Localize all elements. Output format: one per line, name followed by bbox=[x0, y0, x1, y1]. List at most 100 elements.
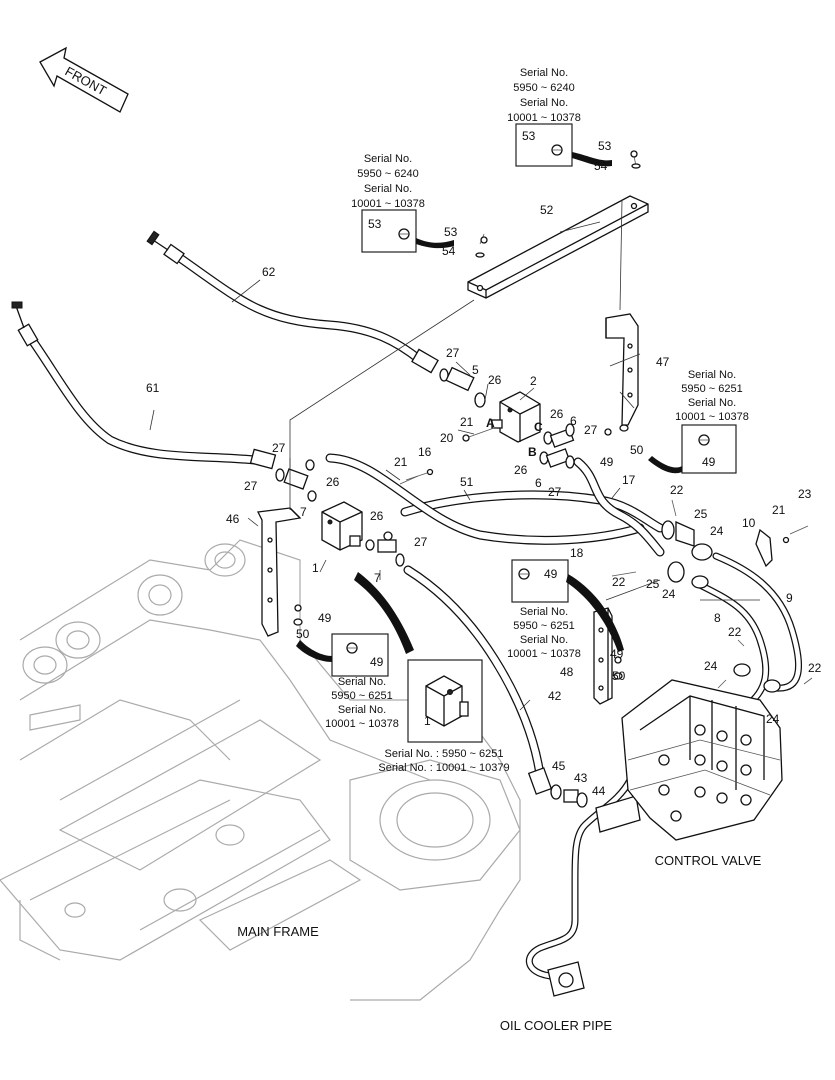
callout-label: 26 bbox=[550, 407, 564, 421]
callout-label: 26 bbox=[488, 373, 502, 387]
callout-label: 21 bbox=[394, 455, 408, 469]
bolts-washers bbox=[293, 150, 813, 689]
hose-62 bbox=[146, 230, 439, 374]
callout-label: 21 bbox=[772, 503, 786, 517]
callout-label: 24 bbox=[662, 587, 676, 601]
serial-note-line: Serial No. bbox=[520, 606, 568, 618]
sweep-arrow-right bbox=[648, 456, 682, 474]
callout-label: 27 bbox=[272, 441, 286, 455]
callout-label: 50 bbox=[612, 669, 626, 683]
serial-note-line: Serial No. : 5950 ~ 6251 bbox=[385, 748, 504, 760]
flanges bbox=[661, 520, 809, 693]
sweep-arrow-valve bbox=[354, 572, 414, 654]
serial-note-line: 10001 ~ 10378 bbox=[675, 411, 749, 423]
bracket-46 bbox=[257, 507, 302, 637]
serial-note-line: 5950 ~ 6251 bbox=[331, 690, 392, 702]
serial-note-line: Serial No. bbox=[520, 67, 568, 79]
fittings-45-43-44 bbox=[550, 784, 588, 808]
serial-note-line: Serial No. : 10001 ~ 10379 bbox=[378, 762, 509, 774]
serial-note-top-right: Serial No. 5950 ~ 6240 Serial No. 10001 … bbox=[507, 67, 581, 124]
serial-note-line: 10001 ~ 10378 bbox=[507, 112, 581, 124]
callout-label: 26 bbox=[326, 475, 340, 489]
callout-label: 6 bbox=[570, 414, 577, 428]
callout-label: 52 bbox=[540, 203, 554, 217]
callout-label: 50 bbox=[630, 443, 644, 457]
callout-label: 27 bbox=[548, 485, 562, 499]
callout-label: 45 bbox=[552, 759, 566, 773]
callout-label: 46 bbox=[226, 512, 240, 526]
port-label-a: A bbox=[486, 416, 495, 430]
callout-label: 20 bbox=[440, 431, 454, 445]
serial-note-line: 10001 ~ 10378 bbox=[507, 648, 581, 660]
port-label-b: B bbox=[528, 445, 537, 459]
callout-label: 47 bbox=[656, 355, 670, 369]
hose-18 bbox=[325, 453, 645, 545]
callout-label: 49 bbox=[610, 647, 624, 661]
serial-note-line: 10001 ~ 10378 bbox=[351, 198, 425, 210]
serial-note-line: 5950 ~ 6240 bbox=[513, 82, 574, 94]
callout-label: 61 bbox=[146, 381, 160, 395]
callout-label: 51 bbox=[460, 475, 474, 489]
callout-label: 22 bbox=[728, 625, 742, 639]
oil-cooler-pipe bbox=[525, 776, 641, 997]
callout-label: 27 bbox=[414, 535, 428, 549]
callout-labels: 53 53 54 52 53 53 54 62 27 5 26 2 47 61 … bbox=[146, 129, 822, 798]
serial-note-line: 5950 ~ 6251 bbox=[681, 383, 742, 395]
valve-1 bbox=[321, 501, 363, 551]
detail-box-49-right bbox=[681, 424, 737, 474]
callout-label: 53 bbox=[522, 129, 536, 143]
detail-box-49-left bbox=[331, 633, 389, 677]
callout-label: 49 bbox=[370, 655, 384, 669]
detail-box-53-top bbox=[515, 123, 573, 167]
serial-note-line: Serial No. bbox=[338, 704, 386, 716]
callout-label: 26 bbox=[514, 463, 528, 477]
callout-label: 23 bbox=[798, 487, 812, 501]
callout-label: 24 bbox=[766, 712, 780, 726]
callout-label: 1 bbox=[312, 561, 319, 575]
serial-note-right: Serial No. 5950 ~ 6251 Serial No. 10001 … bbox=[675, 369, 749, 423]
serial-note-line: 5950 ~ 6240 bbox=[357, 168, 418, 180]
callout-label: 49 bbox=[702, 455, 716, 469]
callout-label: 2 bbox=[530, 374, 537, 388]
callout-label: 54 bbox=[442, 244, 456, 258]
serial-note-line: Serial No. bbox=[520, 634, 568, 646]
hose-51 bbox=[400, 490, 665, 533]
serial-note-line: Serial No. bbox=[688, 369, 736, 381]
serial-note-line: Serial No. bbox=[364, 153, 412, 165]
serial-note-line: 10001 ~ 10378 bbox=[325, 718, 399, 730]
callout-label: 49 bbox=[318, 611, 332, 625]
callout-label: 21 bbox=[460, 415, 474, 429]
hose-17 bbox=[573, 457, 665, 557]
detail-box-valve-1 bbox=[407, 659, 483, 743]
callout-label: 17 bbox=[622, 473, 636, 487]
serial-note-middle: Serial No. 5950 ~ 6251 Serial No. 10001 … bbox=[507, 606, 581, 660]
callout-label: 6 bbox=[535, 476, 542, 490]
bracket-47 bbox=[605, 313, 639, 426]
callout-label: 18 bbox=[570, 546, 584, 560]
control-valve bbox=[621, 679, 783, 841]
detail-box-53-left bbox=[361, 209, 417, 253]
callout-label: 49 bbox=[544, 567, 558, 581]
callout-label: 22 bbox=[612, 575, 626, 589]
valve-2-fittings bbox=[539, 423, 575, 469]
callout-label: 9 bbox=[786, 591, 793, 605]
port-label-c: C bbox=[534, 420, 543, 434]
serial-note-line: 5950 ~ 6251 bbox=[513, 620, 574, 632]
tube-8 bbox=[696, 581, 770, 710]
caption-control-valve: CONTROL VALVE bbox=[655, 853, 762, 868]
callout-label: 5 bbox=[472, 363, 479, 377]
callout-label: 8 bbox=[714, 611, 721, 625]
caption-main-frame: MAIN FRAME bbox=[237, 924, 319, 939]
callout-label: 27 bbox=[244, 479, 258, 493]
serial-note-valve-detail: Serial No. : 5950 ~ 6251 Serial No. : 10… bbox=[378, 748, 509, 774]
serial-note-line: Serial No. bbox=[338, 676, 386, 688]
sweep-arrow-top bbox=[572, 152, 612, 167]
serial-note-top-left: Serial No. 5950 ~ 6240 Serial No. 10001 … bbox=[351, 153, 425, 210]
callout-label: 53 bbox=[444, 225, 458, 239]
control-valve-ports bbox=[658, 724, 752, 822]
callout-label: 7 bbox=[300, 505, 307, 519]
detail-box-49-mid bbox=[511, 559, 569, 603]
main-frame-structure bbox=[0, 539, 521, 1001]
callout-label: 1 bbox=[424, 714, 431, 728]
